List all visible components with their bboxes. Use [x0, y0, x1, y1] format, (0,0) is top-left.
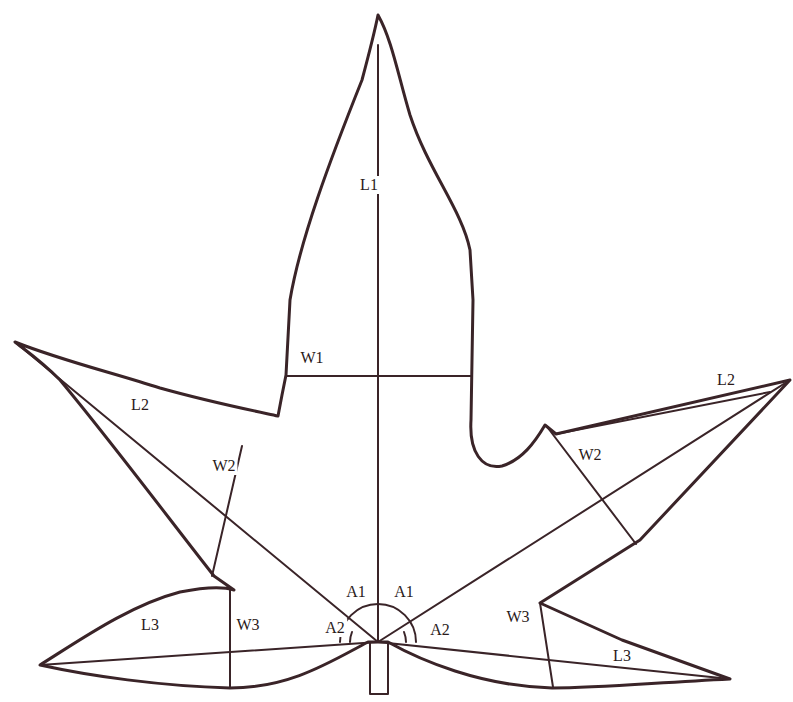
measurement-label: L2 [715, 371, 737, 389]
a2-arc-left [350, 632, 352, 642]
petiole [370, 642, 388, 694]
measurement-label: W1 [298, 349, 325, 367]
w2-line-right [548, 428, 636, 544]
w3-line-right [540, 603, 553, 687]
l2-line-left [15, 342, 378, 642]
measurement-label: A2 [428, 621, 452, 639]
l3-line-right [378, 642, 730, 679]
measurement-label: W2 [210, 457, 237, 475]
l3-line-left [40, 642, 378, 665]
measurement-label: L1 [358, 176, 380, 194]
measurement-label: W3 [234, 616, 261, 634]
measurement-label: W3 [504, 608, 531, 626]
l1-line [377, 45, 379, 642]
l2-line-right [378, 380, 790, 642]
l2-line-right-2 [556, 392, 770, 434]
measurement-label: L3 [611, 647, 633, 665]
measurement-label: A1 [392, 583, 416, 601]
measurement-label: A2 [323, 619, 347, 637]
leaf-outline [15, 15, 790, 688]
a1-arc [340, 604, 416, 642]
w3-line-left [229, 588, 231, 688]
measurement-label: L2 [129, 396, 151, 414]
measurement-label: L3 [139, 616, 161, 634]
a2-arc-right [404, 632, 406, 642]
measurement-label: W2 [576, 446, 603, 464]
measurement-label: A1 [344, 583, 368, 601]
w1-line [286, 375, 472, 377]
